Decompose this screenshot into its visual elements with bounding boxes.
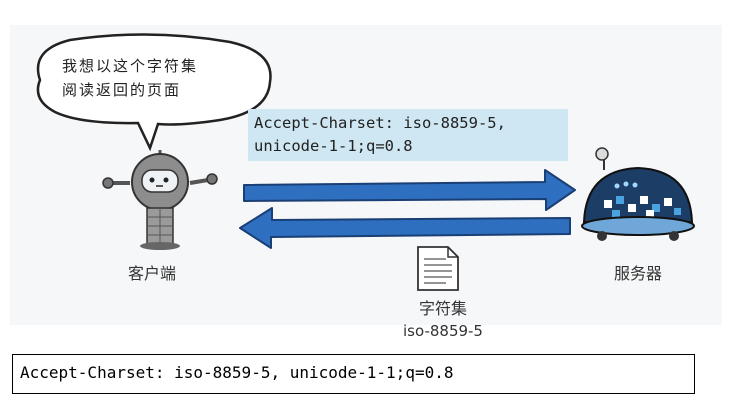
client-label: 客户端 xyxy=(128,264,177,283)
charset-title: 字符集 xyxy=(418,299,467,318)
document-icon xyxy=(417,246,459,291)
code-box: Accept-Charset: iso-8859-5, unicode-1-1;… xyxy=(12,354,695,394)
bubble-line-1: 我想以这个字符集 xyxy=(62,57,199,75)
speech-bubble-text: 我想以这个字符集 阅读返回的页面 xyxy=(62,54,222,102)
speech-bubble-icon xyxy=(36,33,272,152)
code-box-text: Accept-Charset: iso-8859-5, unicode-1-1;… xyxy=(20,363,454,382)
server-label: 服务器 xyxy=(614,264,663,283)
client-robot-icon xyxy=(102,150,218,250)
charset-label: 字符集 iso-8859-5 xyxy=(388,298,498,342)
accept-charset-header-box: Accept-Charset: iso-8859-5, unicode-1-1;… xyxy=(248,109,568,161)
right-arrow-icon xyxy=(243,169,576,211)
header-line-2: unicode-1-1;q=0.8 xyxy=(254,137,413,155)
server-robot-icon xyxy=(581,147,695,241)
diagram-art xyxy=(36,33,695,291)
left-arrow-icon xyxy=(239,207,571,249)
charset-value: iso-8859-5 xyxy=(403,322,483,340)
bubble-line-2: 阅读返回的页面 xyxy=(62,81,182,99)
header-line-1: Accept-Charset: iso-8859-5, xyxy=(254,114,506,132)
